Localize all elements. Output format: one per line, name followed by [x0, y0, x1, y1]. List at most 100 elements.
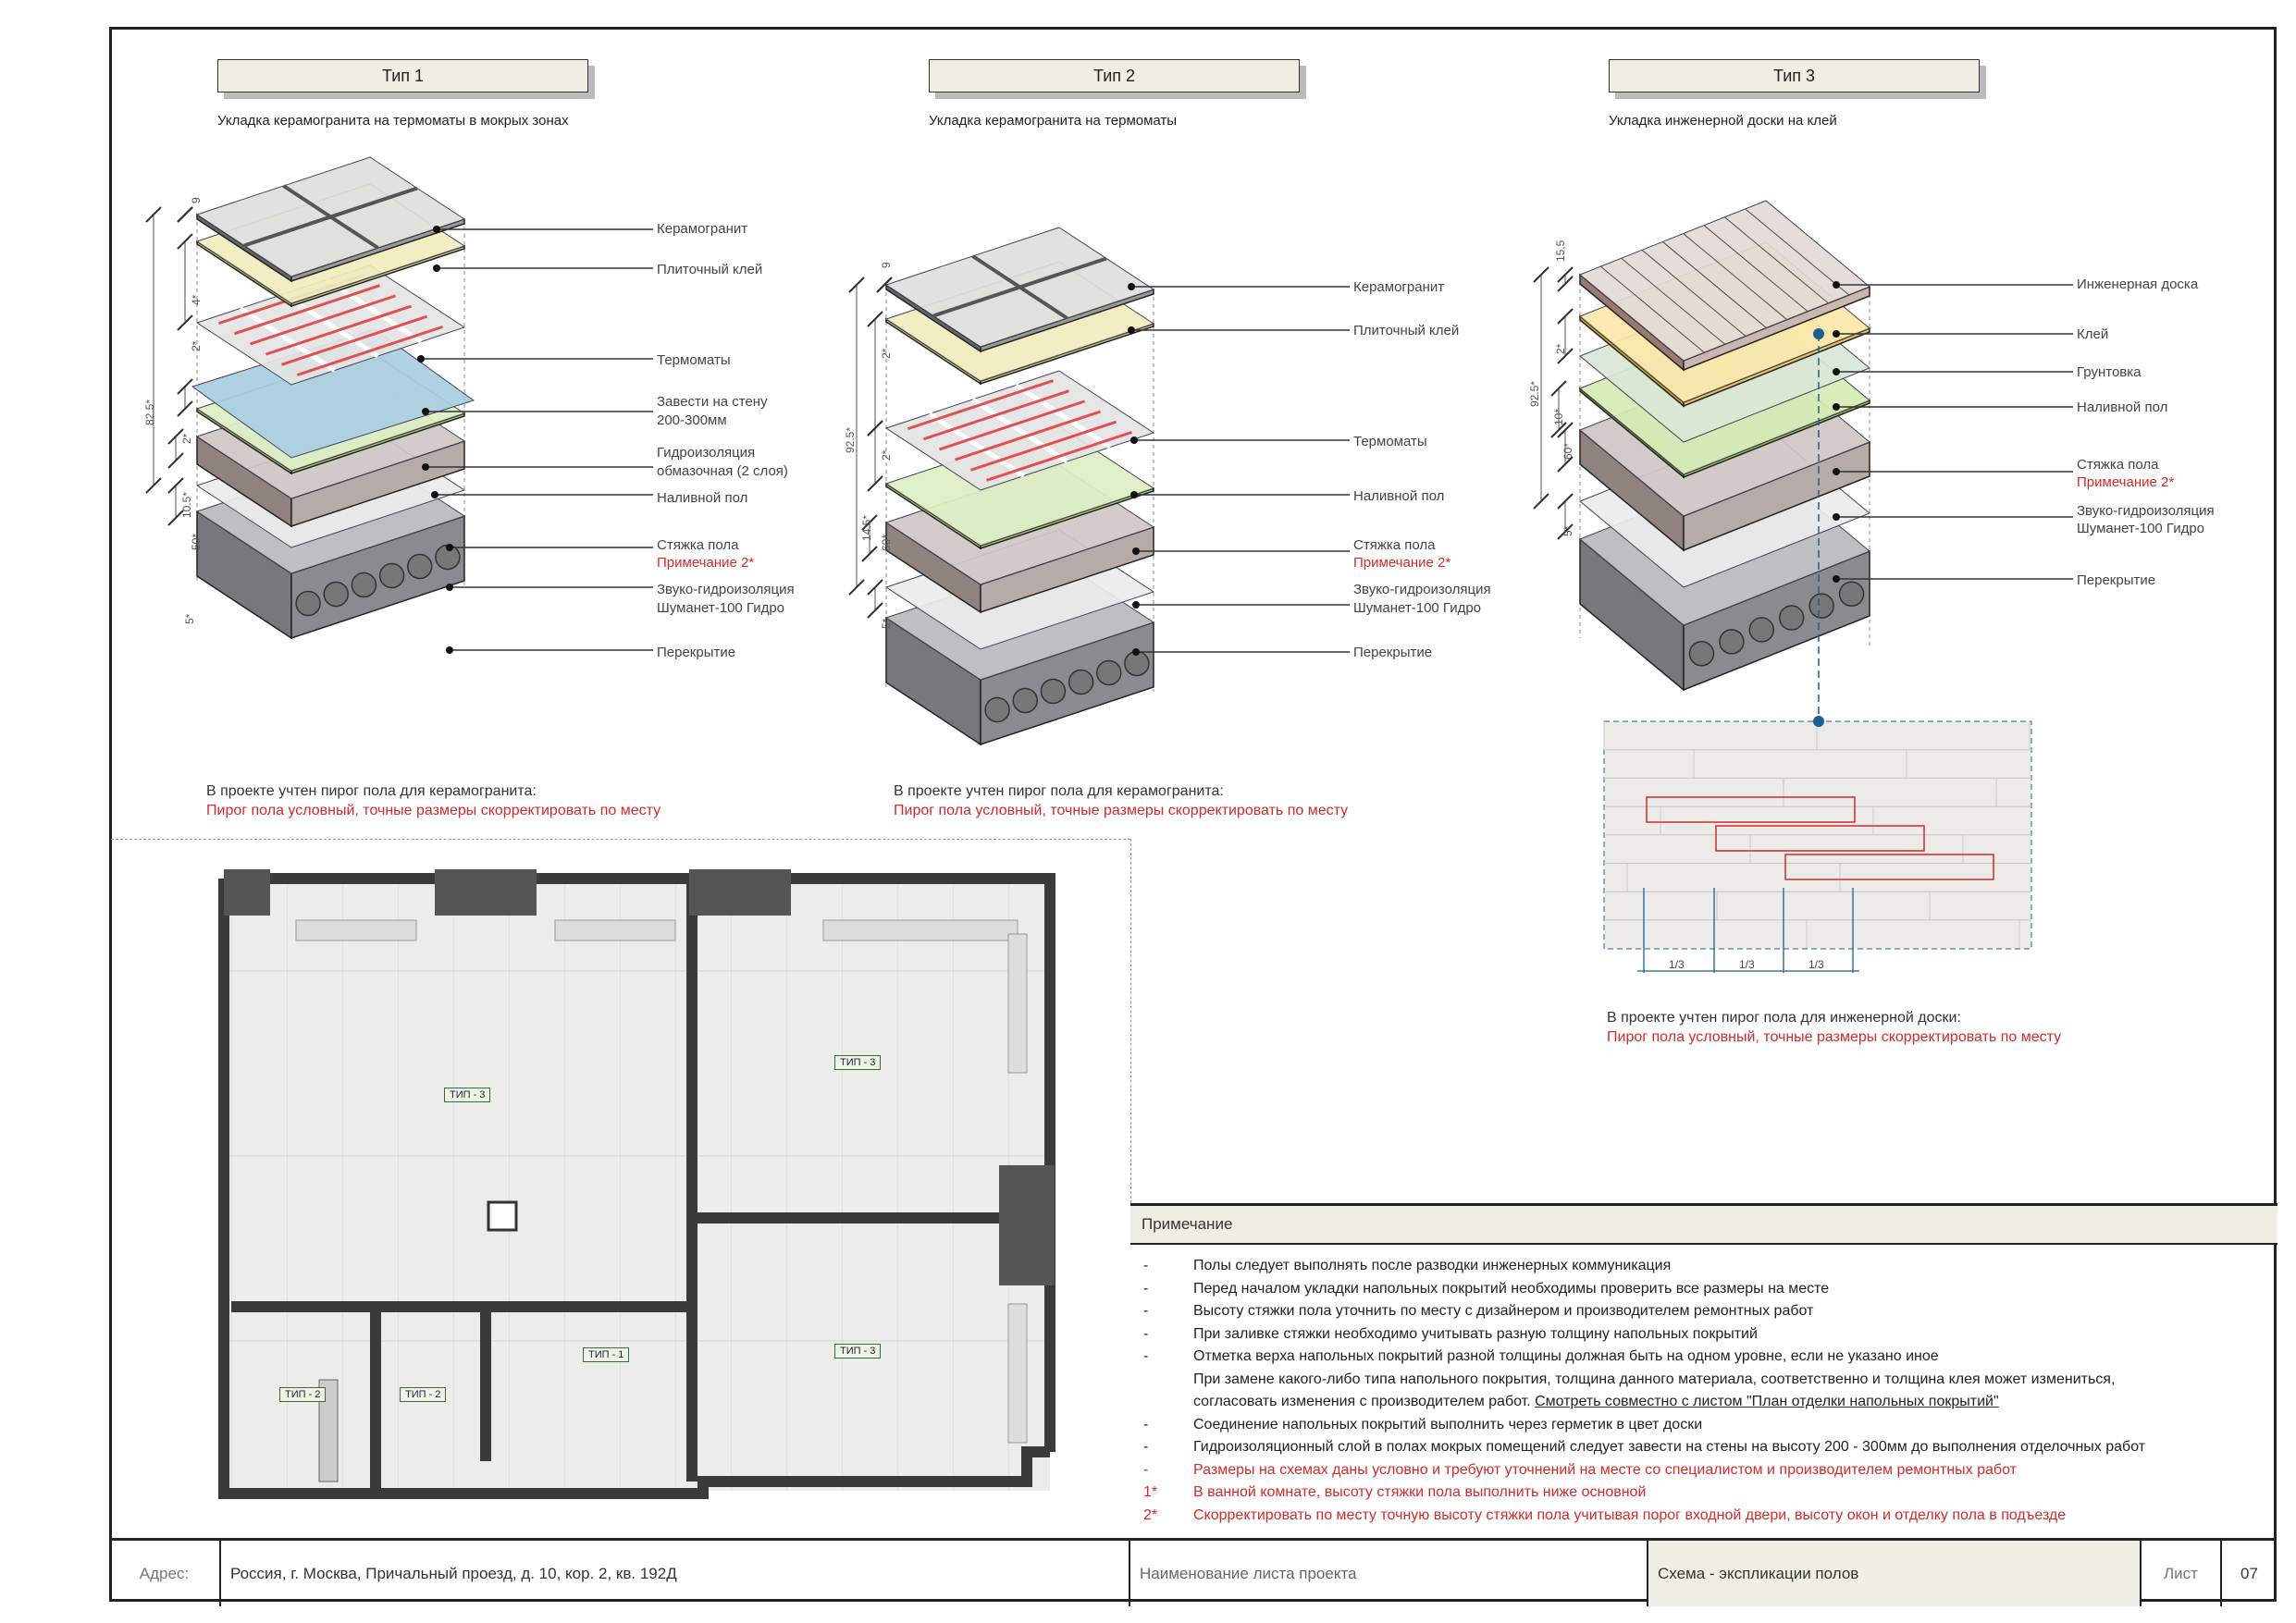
slab-hole	[1838, 581, 1865, 607]
dimension-value: 2*	[880, 449, 893, 461]
note-warning: Пирог пола условный, точные размеры скор…	[1607, 1029, 2062, 1045]
tile-joint	[243, 186, 418, 248]
third-label: 1/3	[1739, 958, 1755, 971]
type-1-note: В проекте учтен пирог пола для керамогра…	[206, 781, 660, 820]
board-seam	[1745, 208, 1849, 296]
type-3-note: В проекте учтен пирог пола для инженерно…	[1607, 1008, 2061, 1047]
board-seam	[1641, 249, 1747, 337]
heating-cable	[985, 430, 1133, 482]
slab-hole	[1012, 687, 1039, 714]
leader-dot	[1833, 368, 1840, 375]
note-marker: -	[1143, 1258, 1149, 1273]
note-link[interactable]: Смотреть совместно с листом "План отделк…	[1535, 1394, 1999, 1409]
sheet-name-label: Наименование листа проекта	[1130, 1541, 1648, 1606]
dimension-tick	[867, 475, 883, 492]
heating-cable	[233, 284, 381, 336]
dimension-value: 10.5*	[180, 491, 193, 518]
leader-dot	[1132, 648, 1140, 656]
dimension-value: 15,5	[1554, 240, 1567, 262]
slab-hole	[378, 562, 405, 589]
leader-dot	[1128, 326, 1135, 334]
note-text: В проекте учтен пирог пола для инженерно…	[1607, 1010, 1961, 1026]
floor-layer-diagrams	[145, 156, 2073, 973]
slab-hole	[1778, 605, 1805, 631]
mat-gap	[239, 306, 337, 373]
note-text: При замене какого-либо типа напольного п…	[1193, 1371, 2116, 1387]
slab-hole	[1095, 659, 1122, 686]
type-2-note: В проекте учтен пирог пола для керамогра…	[894, 781, 1348, 820]
type-1-subtitle: Укладка керамогранита на термоматы в мок…	[217, 113, 569, 129]
slab-hole	[1688, 641, 1715, 667]
layer-label: Перекрытие	[2077, 572, 2156, 588]
third-label: 1/3	[1808, 958, 1824, 971]
board-seam	[1621, 257, 1725, 345]
slab-hole	[1748, 617, 1775, 643]
note-text: Перед началом укладки напольных покрытий…	[1193, 1280, 1830, 1297]
heating-cable	[280, 314, 428, 366]
note-text: Высоту стяжки пола уточнить по месту с д…	[1193, 1303, 1814, 1319]
layer-label-note: Примечание 2*	[2077, 474, 2175, 490]
alignment-marker	[1813, 716, 1824, 727]
dimension-tick	[867, 602, 883, 619]
dimension-value: 2*	[1554, 343, 1567, 354]
mat-gap	[1014, 383, 1112, 449]
leader-dot	[1833, 468, 1840, 475]
dimension-tick	[1533, 266, 1549, 283]
layer-label: Плиточный клей	[1353, 323, 1460, 338]
dimension-value: 5*	[1562, 525, 1574, 536]
dimension-value: 4*	[190, 294, 203, 305]
board-seam	[1724, 216, 1829, 304]
leader-dot	[1833, 281, 1840, 289]
layer-label: обмазочная (2 слоя)	[657, 463, 788, 479]
layer-label: Завести на стену	[657, 394, 768, 410]
title-block: Адрес: Россия, г. Москва, Причальный про…	[109, 1538, 2277, 1606]
notes-panel: Примечание -Полы следует выполнять после…	[1130, 1203, 2277, 1541]
dimension-value: 5*	[880, 618, 893, 629]
floor-plan	[218, 869, 1055, 1499]
heating-cable	[922, 389, 1070, 441]
slab-hole	[295, 590, 321, 617]
plan-window-blocks	[224, 869, 1055, 1285]
dimension-tick	[1557, 266, 1574, 283]
board-seam	[1703, 225, 1808, 313]
leader-dot	[1833, 575, 1840, 583]
layer-label: Звуко-гидроизоляция	[2077, 503, 2215, 519]
leader-dot	[446, 544, 453, 551]
note-text: При заливке стяжки необходимо учитывать …	[1193, 1325, 1758, 1342]
board-seam	[1662, 241, 1767, 328]
dimension-tick	[867, 311, 883, 327]
note-warning: Пирог пола условный, точные размеры скор…	[206, 803, 661, 818]
leader-dot	[433, 226, 440, 233]
highlighted-plank	[1646, 796, 1856, 823]
board-seam	[1683, 233, 1787, 320]
slab-hole	[323, 581, 350, 608]
leader-dot	[1128, 283, 1135, 290]
layer-label: Стяжка пола	[1353, 537, 1436, 553]
layer-label: Шуманет-100 Гидро	[1353, 600, 1482, 616]
mat-gap	[282, 291, 379, 359]
leader-dot	[417, 355, 425, 363]
dimension-value: 9	[880, 262, 893, 268]
dimension-tick	[145, 477, 162, 494]
mat-gap	[971, 397, 1068, 464]
dimension-tick	[861, 514, 878, 531]
heating-cable	[938, 400, 1086, 451]
board-seam	[1600, 265, 1705, 353]
leader-dot	[1132, 547, 1140, 555]
leader-dot	[433, 264, 440, 272]
dimension-tick	[167, 452, 184, 469]
note-marker: -	[1143, 1439, 1149, 1455]
type-1-header: Тип 1	[217, 59, 588, 92]
dimension-tick	[177, 233, 193, 250]
layer-label: Керамогранит	[1353, 279, 1445, 295]
layer-label: Стяжка пола	[657, 537, 739, 553]
dimension-value: 92.5*	[1528, 380, 1541, 407]
dimension-value: 5*	[183, 613, 196, 624]
note-text: В проекте учтен пирог пола для керамогра…	[206, 783, 537, 799]
heating-cable	[249, 294, 397, 346]
address-value: Россия, г. Москва, Причальный проезд, д.…	[221, 1541, 1130, 1606]
plan-radiators	[295, 919, 1028, 1444]
leader-dot	[1833, 513, 1840, 521]
layer-label: Термоматы	[1353, 434, 1427, 449]
dimension-tick	[867, 579, 883, 596]
